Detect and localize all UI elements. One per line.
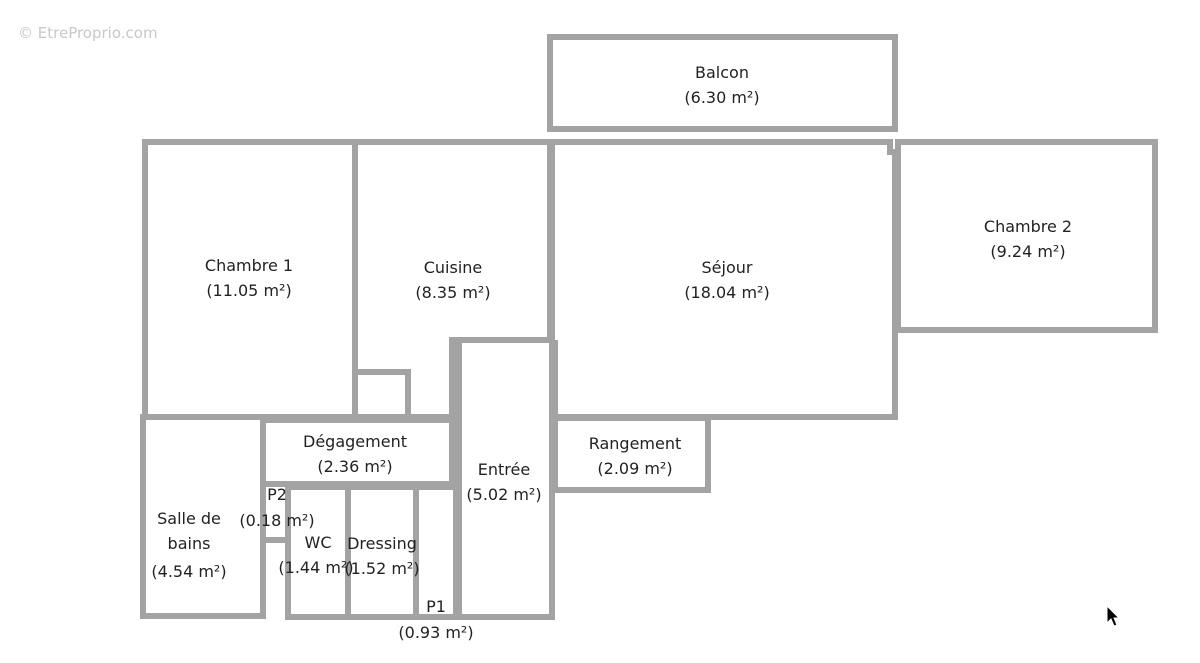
rangement-area: (2.09 m²): [597, 459, 672, 478]
sejour-name: Séjour: [702, 258, 753, 277]
p1-area: (0.93 m²): [398, 623, 473, 642]
room-wc-wall: [285, 484, 351, 620]
p1-name: P1: [426, 597, 446, 616]
balcon-area: (6.30 m²): [684, 88, 759, 107]
cuisine-area: (8.35 m²): [415, 283, 490, 302]
salle-name-line2: bains: [168, 534, 211, 553]
chambre2-area: (9.24 m²): [990, 242, 1065, 261]
degagement-name: Dégagement: [303, 432, 407, 451]
room-sejour-wall: [550, 139, 898, 420]
sejour-area: (18.04 m²): [684, 283, 769, 302]
cuisine-name: Cuisine: [424, 258, 483, 277]
room-balcon-wall: [547, 34, 898, 132]
entree-area: (5.02 m²): [466, 485, 541, 504]
room-cuisine-wall: [355, 139, 553, 420]
salle-area: (4.54 m²): [151, 562, 226, 581]
chambre1-name: Chambre 1: [205, 256, 293, 275]
room-rangement-wall: [552, 415, 711, 493]
room-chambre2-wall: [895, 139, 1158, 333]
room-cuisine-closet-wall: [352, 369, 411, 420]
wc-name: WC: [305, 533, 332, 552]
watermark: © EtreProprio.com: [18, 24, 158, 42]
rangement-name: Rangement: [589, 434, 682, 453]
p2-name: P2: [267, 485, 287, 504]
p2-area: (0.18 m²): [239, 511, 314, 530]
room-chambre1-wall: [142, 139, 358, 420]
mouse-pointer-icon: [1106, 605, 1121, 627]
dressing-area: (1.52 m²): [344, 559, 419, 578]
degagement-area: (2.36 m²): [317, 457, 392, 476]
chambre2-name: Chambre 2: [984, 217, 1072, 236]
chambre1-area: (11.05 m²): [206, 281, 291, 300]
dressing-name: Dressing: [347, 534, 417, 553]
wc-area: (1.44 m²): [278, 558, 353, 577]
salle-name-line1: Salle de: [157, 509, 221, 528]
entree-name: Entrée: [478, 460, 530, 479]
balcon-name: Balcon: [695, 63, 749, 82]
